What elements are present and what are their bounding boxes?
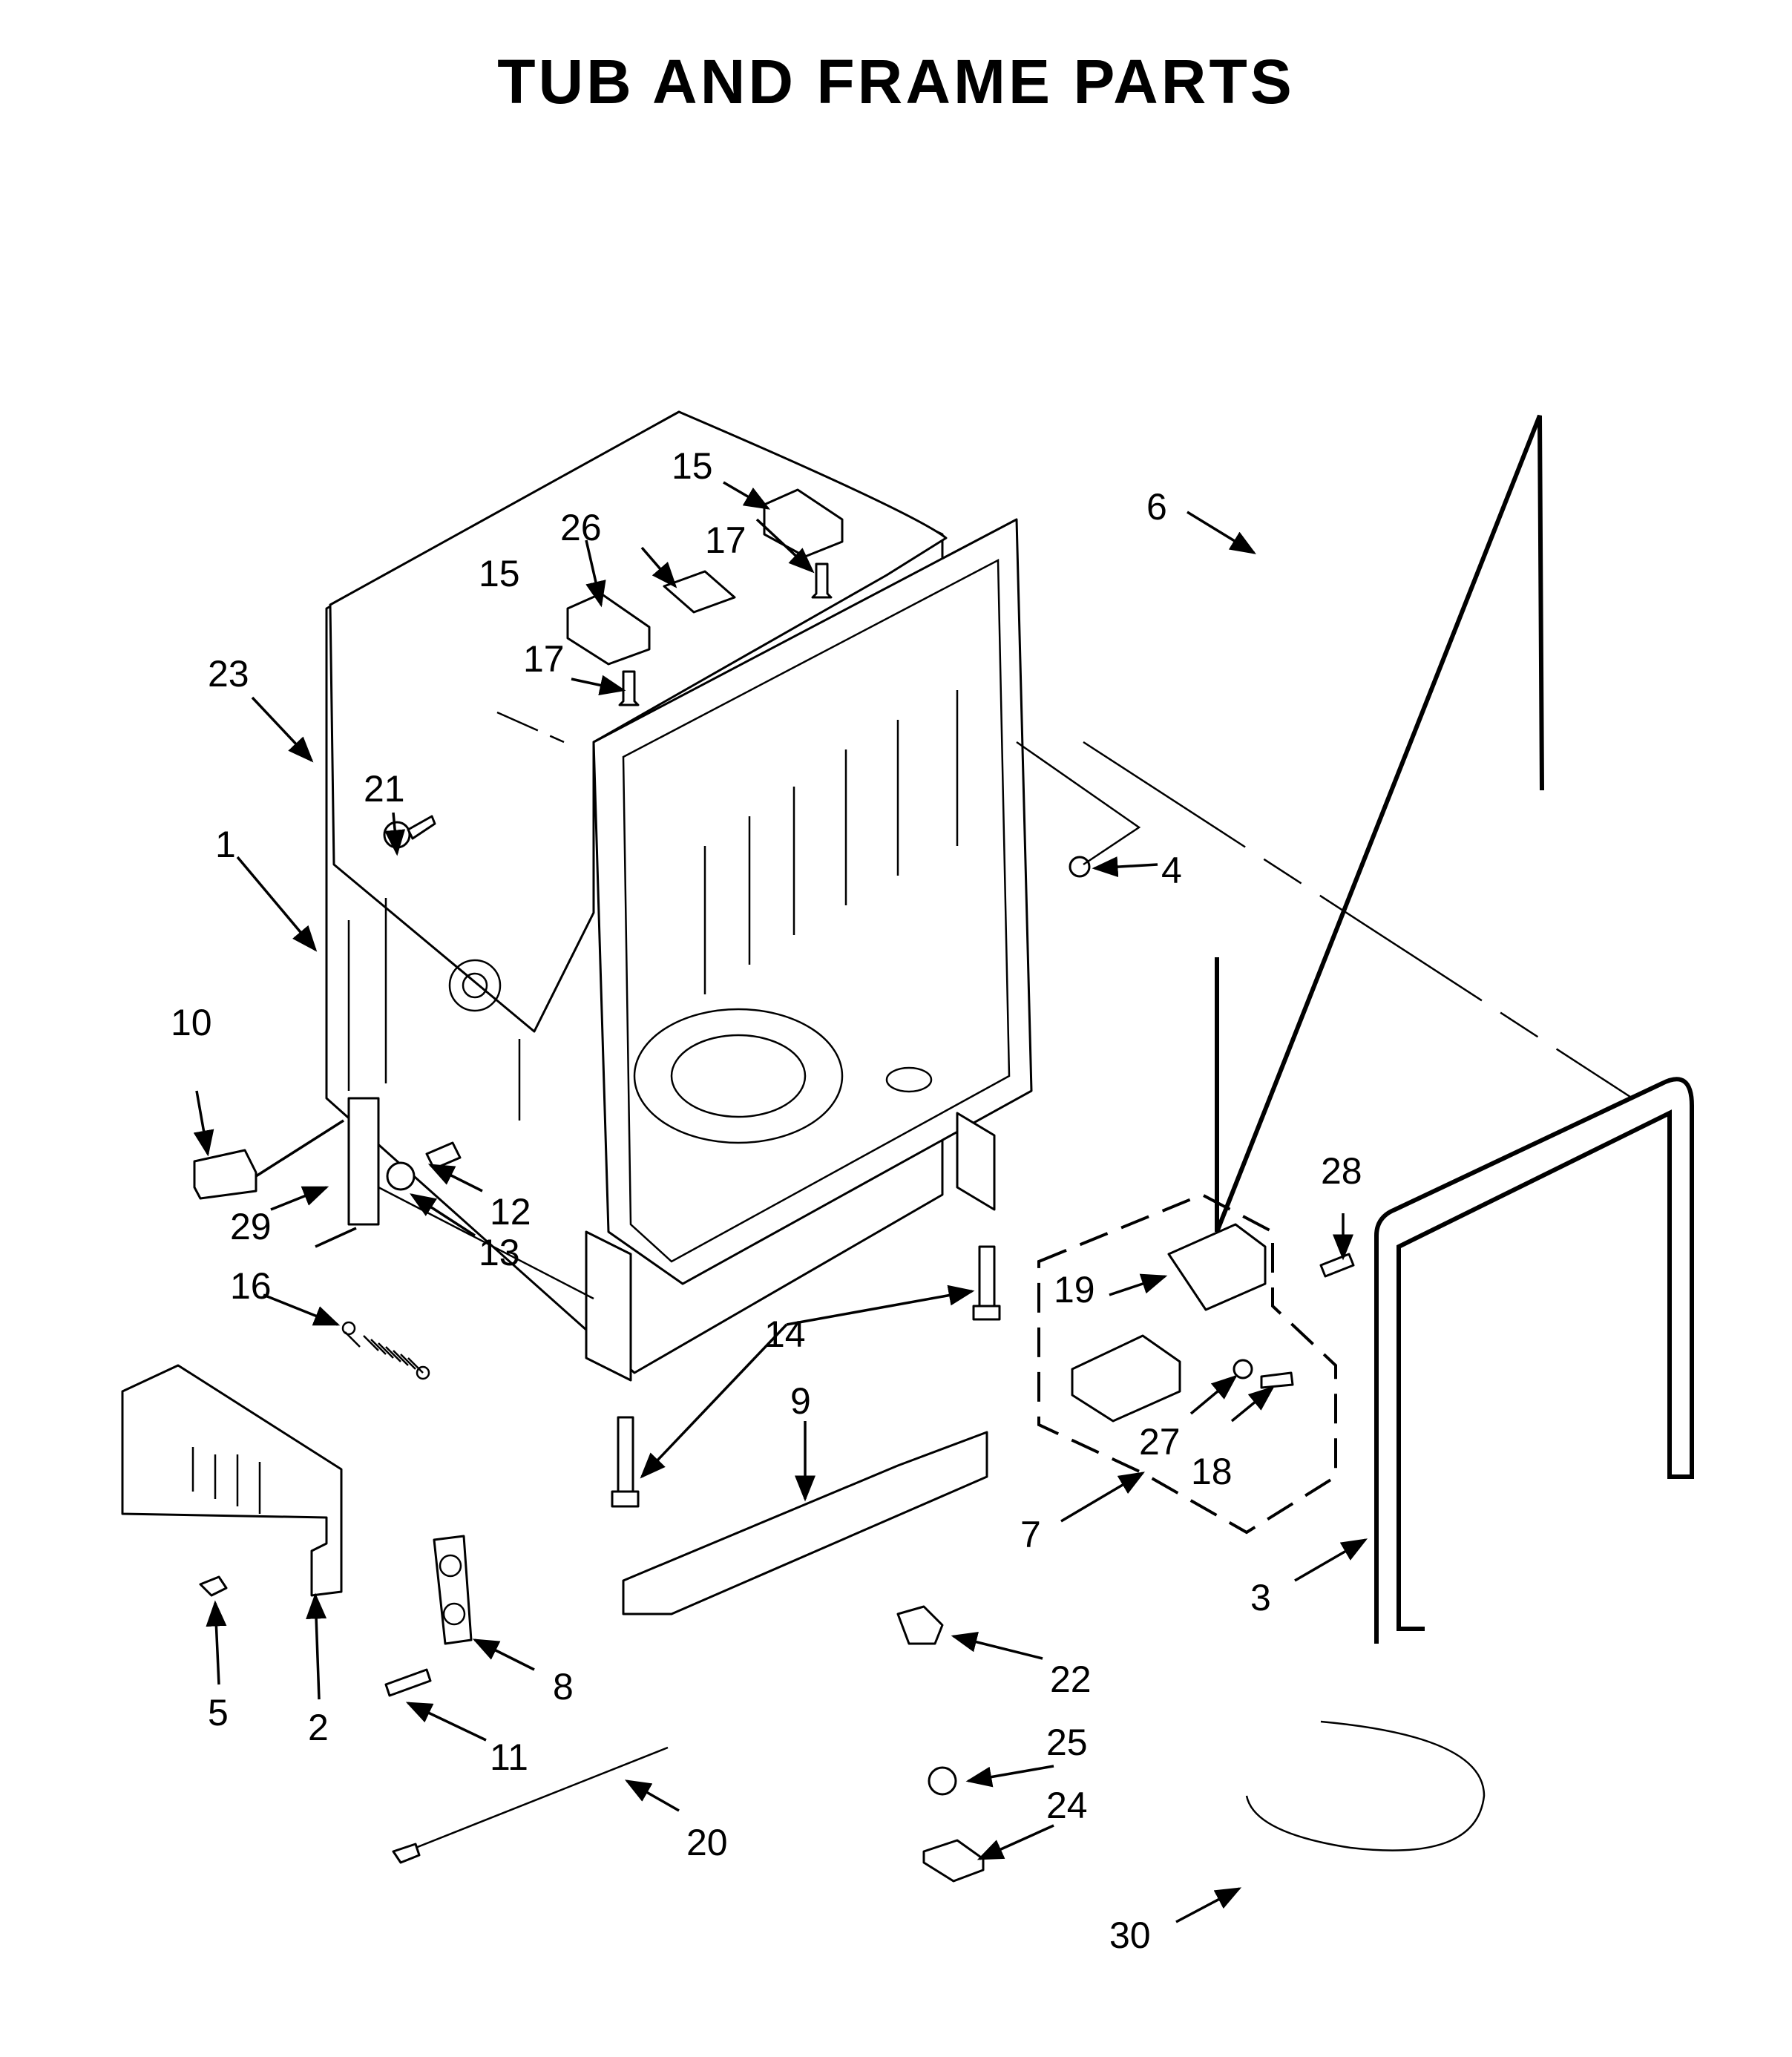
label-15-lower: 15 bbox=[479, 553, 520, 594]
bolt-12 bbox=[425, 1141, 462, 1170]
screw-upper bbox=[811, 562, 833, 599]
label-9: 9 bbox=[790, 1380, 811, 1422]
label-25: 25 bbox=[1046, 1722, 1088, 1763]
leveling-leg-front bbox=[611, 1416, 640, 1508]
screw-18 bbox=[1260, 1371, 1294, 1389]
label-15-upper: 15 bbox=[672, 445, 713, 487]
label-12: 12 bbox=[490, 1191, 531, 1233]
screw-11 bbox=[384, 1668, 432, 1697]
label-19: 19 bbox=[1054, 1269, 1095, 1310]
label-11: 11 bbox=[490, 1736, 528, 1778]
label-5: 5 bbox=[208, 1692, 229, 1733]
screw-28 bbox=[1319, 1253, 1355, 1278]
washer-27 bbox=[1233, 1359, 1253, 1379]
door-gasket bbox=[1374, 1077, 1694, 1644]
leader-arrows bbox=[193, 481, 1368, 1923]
plug bbox=[1069, 856, 1091, 878]
wire-harness bbox=[1245, 1720, 1486, 1851]
label-27: 27 bbox=[1139, 1421, 1181, 1463]
spring bbox=[341, 1321, 430, 1380]
toe-panel bbox=[121, 1364, 343, 1597]
clip bbox=[193, 1149, 257, 1200]
washer-13 bbox=[386, 1161, 416, 1191]
label-7: 7 bbox=[1020, 1514, 1041, 1555]
latch-group-outline bbox=[1037, 1192, 1337, 1535]
thermostat-bracket bbox=[922, 1839, 985, 1883]
label-23: 23 bbox=[208, 653, 249, 695]
label-28: 28 bbox=[1321, 1150, 1362, 1192]
label-30: 30 bbox=[1109, 1915, 1151, 1956]
latch-base bbox=[1071, 1334, 1181, 1423]
label-22: 22 bbox=[1050, 1659, 1092, 1700]
label-20: 20 bbox=[686, 1822, 728, 1863]
cable bbox=[396, 1746, 669, 1857]
label-21: 21 bbox=[364, 768, 405, 810]
label-17-upper: 17 bbox=[705, 519, 746, 561]
base-plate bbox=[622, 1431, 988, 1615]
top-gasket bbox=[1215, 414, 1544, 1233]
screw-lower bbox=[618, 670, 640, 706]
hinge-bracket-upper bbox=[763, 488, 844, 558]
label-10: 10 bbox=[171, 1002, 212, 1043]
screw-5 bbox=[199, 1575, 228, 1597]
label-14: 14 bbox=[764, 1313, 806, 1355]
label-18: 18 bbox=[1191, 1451, 1233, 1492]
label-16: 16 bbox=[230, 1265, 272, 1307]
callout-labels: 15 26 17 15 17 6 23 21 1 4 10 12 29 13 1… bbox=[171, 445, 1362, 1956]
connector bbox=[896, 1605, 944, 1645]
label-4: 4 bbox=[1161, 850, 1182, 891]
tub-assembly bbox=[325, 410, 1033, 1382]
latch-cover bbox=[1167, 1223, 1267, 1311]
label-17-lower: 17 bbox=[523, 638, 565, 680]
label-1: 1 bbox=[215, 824, 236, 865]
label-6: 6 bbox=[1146, 486, 1167, 528]
label-24: 24 bbox=[1046, 1785, 1088, 1826]
label-8: 8 bbox=[553, 1666, 574, 1707]
label-26: 26 bbox=[560, 507, 602, 548]
leveling-leg-rear bbox=[972, 1245, 1001, 1321]
page-title: TUB AND FRAME PARTS bbox=[497, 47, 1295, 117]
vent bbox=[663, 570, 736, 614]
thermostat bbox=[928, 1766, 957, 1796]
label-3: 3 bbox=[1250, 1577, 1271, 1618]
cam bbox=[433, 1535, 473, 1645]
label-13: 13 bbox=[479, 1232, 520, 1273]
label-2: 2 bbox=[308, 1707, 329, 1748]
label-29: 29 bbox=[230, 1206, 272, 1247]
